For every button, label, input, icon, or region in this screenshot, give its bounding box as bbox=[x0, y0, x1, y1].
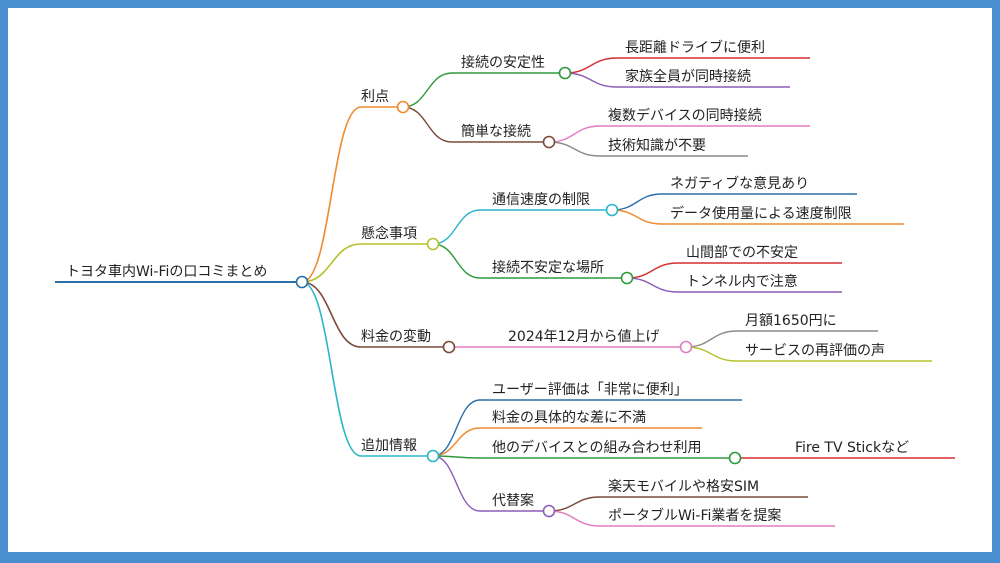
leaf-connector bbox=[548, 125, 601, 143]
branch-connector bbox=[301, 243, 362, 283]
sub-node-dot bbox=[679, 340, 693, 354]
leaf-label: 複数デバイスの同時接続 bbox=[608, 107, 762, 124]
leaf-label: ネガティブな意見あり bbox=[670, 175, 809, 192]
sub-node-dot bbox=[605, 203, 619, 217]
sub-connector bbox=[402, 72, 453, 108]
branch-node-dot bbox=[426, 237, 440, 251]
branch-label: 料金の変動 bbox=[361, 328, 431, 345]
leaf-connector bbox=[548, 510, 601, 527]
sub-label: ユーザー評価は「非常に便利」 bbox=[492, 382, 688, 398]
leaf-connector bbox=[564, 72, 618, 88]
sub-label: 他のデバイスとの組み合わせ利用 bbox=[492, 439, 701, 456]
sub-node-dot bbox=[542, 135, 556, 149]
root-node-dot bbox=[295, 275, 309, 289]
branch-node-dot bbox=[426, 449, 440, 463]
branch-connector bbox=[301, 281, 362, 348]
branch-node-dot bbox=[396, 100, 410, 114]
leaf-connector bbox=[548, 141, 601, 157]
leaf-label: 山間部での不安定 bbox=[686, 245, 798, 261]
sub-label: 簡単な接続 bbox=[461, 123, 531, 140]
sub-connector bbox=[432, 399, 481, 457]
sub-node-dot bbox=[728, 451, 742, 465]
sub-connector bbox=[432, 209, 481, 245]
leaf-label: データ使用量による速度制限 bbox=[670, 205, 852, 222]
sub-label: 代替案 bbox=[492, 492, 534, 509]
sub-node-dot bbox=[620, 271, 634, 285]
leaf-label: トンネル内で注意 bbox=[686, 273, 798, 290]
sub-connector bbox=[432, 243, 481, 279]
sub-connector bbox=[432, 427, 481, 457]
sub-connector bbox=[402, 106, 453, 143]
sub-node-dot bbox=[542, 504, 556, 518]
leaf-label: 月額1650円に bbox=[745, 313, 837, 329]
mindmap-svg: トヨタ車内Wi-Fiの口コミまとめ 利点 接続の安定性 長距離ドライブに便利家族全員が… bbox=[55, 39, 955, 527]
branch-label: 懸念事項 bbox=[361, 225, 417, 242]
root-label: トヨタ車内Wi-Fiの口コミまとめ bbox=[66, 263, 267, 280]
branch-label: 利点 bbox=[361, 89, 389, 105]
leaf-connector bbox=[611, 209, 663, 225]
sub-label: 通信速度の制限 bbox=[492, 192, 590, 208]
sub-label: 接続不安定な場所 bbox=[492, 259, 604, 276]
branch-connector bbox=[301, 106, 362, 283]
branch-connector bbox=[301, 281, 362, 457]
leaf-connector bbox=[548, 496, 601, 512]
leaf-label: 技術知識が不要 bbox=[608, 137, 706, 154]
leaf-label: 長距離ドライブに便利 bbox=[625, 39, 765, 56]
leaf-connector bbox=[626, 277, 679, 293]
sub-node-dot bbox=[558, 66, 572, 80]
leaf-connector bbox=[564, 57, 618, 74]
leaf-connector bbox=[626, 262, 679, 279]
leaf-label: ポータブルWi-Fi業者を提案 bbox=[608, 507, 781, 524]
leaf-connector bbox=[685, 346, 738, 362]
sub-connector bbox=[432, 455, 481, 512]
leaf-label: 家族全員が同時接続 bbox=[625, 68, 751, 85]
mindmap-canvas: トヨタ車内Wi-Fiの口コミまとめ 利点 接続の安定性 長距離ドライブに便利家族全員が… bbox=[8, 8, 992, 552]
leaf-connector bbox=[611, 193, 663, 211]
leaf-label: サービスの再評価の声 bbox=[745, 343, 885, 359]
sub-label: 2024年12月から値上げ bbox=[508, 329, 659, 345]
leaf-connector bbox=[685, 330, 738, 348]
sub-label: 料金の具体的な差に不満 bbox=[492, 410, 646, 426]
leaf-label: Fire TV Stickなど bbox=[795, 440, 909, 456]
branch-node-dot bbox=[442, 340, 456, 354]
leaf-label: 楽天モバイルや格安SIM bbox=[608, 479, 759, 495]
sub-label: 接続の安定性 bbox=[461, 54, 545, 71]
branch-label: 追加情報 bbox=[361, 438, 417, 454]
